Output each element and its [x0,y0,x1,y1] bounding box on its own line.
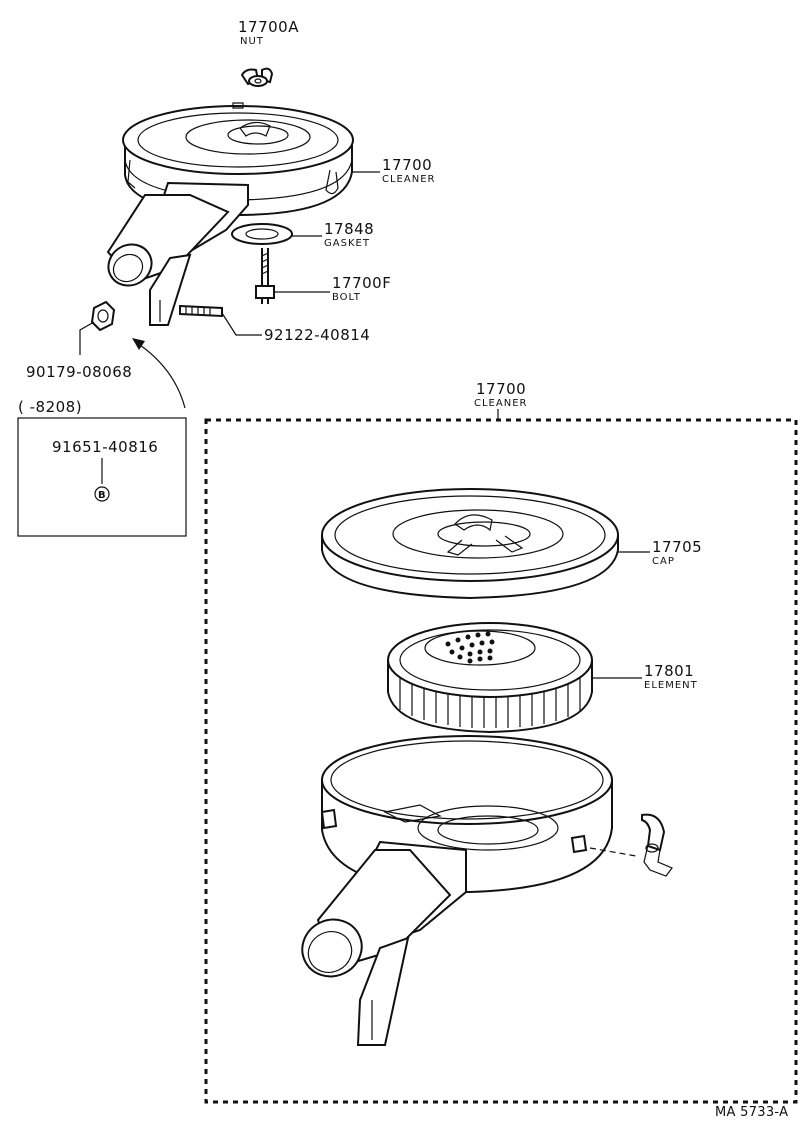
element-17801[interactable] [387,622,593,734]
cleaner-assy-part-name: CLEANER [474,398,527,409]
nut-part-number: 17700A [238,18,299,36]
figure-code: MA 5733-A [715,1105,788,1120]
element-perforations [445,631,495,664]
element-part-number: 17801 [644,662,694,680]
stud-part-number: 92122-40814 [264,326,370,344]
arrow-to-flange-nut [139,344,186,409]
air-cleaner-assembly-illustration[interactable] [101,102,354,326]
flange-nut-90179-08068[interactable] [90,300,116,332]
inset-marker-circle [94,486,110,502]
flange-nut-leader [79,321,95,355]
wing-nut-17700a[interactable] [240,67,274,87]
nut-part-name: NUT [240,36,264,47]
exploded-view-frame [204,418,798,1104]
inset-period-label: ( -8208) [18,398,82,416]
cleaner-top-part-name: CLEANER [382,174,435,185]
clamp-dashed-leader [589,847,637,857]
bolt-17700f[interactable] [255,248,275,304]
cap-part-number: 17705 [652,538,702,556]
clamp[interactable] [641,813,673,877]
gasket-part-number: 17848 [324,220,374,238]
inset-box [17,417,187,537]
cap-part-name: CAP [652,556,675,567]
inset-marker-letter: B [98,490,106,501]
cleaner-top-part-number: 17700 [382,156,432,174]
housing-body[interactable] [293,735,613,1046]
flange-nut-part-number: 90179-08068 [26,363,132,381]
arrow-head [132,338,145,350]
cap-17705[interactable] [321,488,619,600]
bolt-part-name: BOLT [332,292,361,303]
bolt-part-number: 17700F [332,274,391,292]
cleaner-assy-part-number: 17700 [476,380,526,398]
stud-leader [221,312,262,336]
gasket-17848[interactable] [231,223,293,245]
element-part-name: ELEMENT [644,680,698,691]
inset-part-number: 91651-40816 [52,438,158,456]
stud-92122-40814[interactable] [179,304,223,318]
gasket-part-name: GASKET [324,238,370,249]
